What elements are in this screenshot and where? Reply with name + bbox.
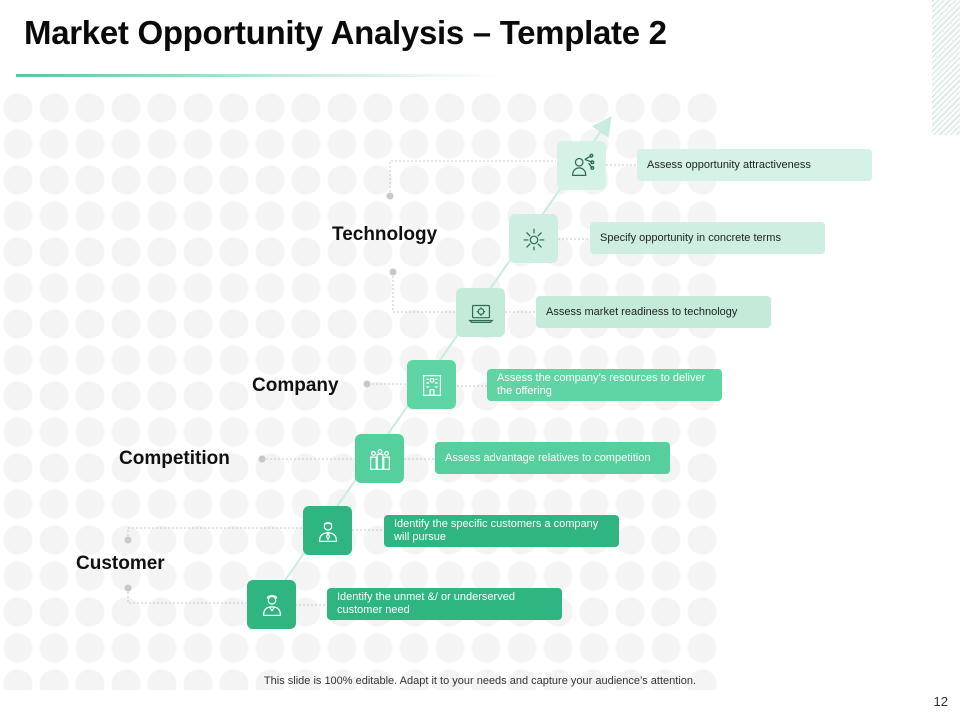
step-2-icon-box <box>509 214 558 263</box>
step-3-description: Assess market readiness to technology <box>536 296 771 328</box>
step-5-description: Assess advantage relatives to competitio… <box>435 442 670 474</box>
connector-technology-lower <box>392 272 456 313</box>
step-1-text: Assess opportunity attractiveness <box>647 158 811 171</box>
step-6-text: Identify the specific customers a compan… <box>394 518 599 543</box>
connector-customer-lower <box>127 588 247 604</box>
step-7-text: Identify the unmet &/ or underserved cus… <box>337 591 515 616</box>
step-3-text: Assess market readiness to technology <box>546 305 738 318</box>
step-7-icon-box <box>247 580 296 629</box>
customer-person-icon <box>262 594 281 616</box>
dot-technology-upper <box>386 192 394 200</box>
footer-note: This slide is 100% editable. Adapt it to… <box>263 675 697 687</box>
slide-title: Market Opportunity Analysis – Template 2 <box>24 14 667 51</box>
category-competition: Competition <box>119 448 230 469</box>
category-company: Company <box>252 375 339 396</box>
corner-hatch-decoration <box>932 0 960 135</box>
idea-burst-icon <box>523 228 544 250</box>
category-customer: Customer <box>76 553 165 574</box>
step-2-description: Specify opportunity in concrete terms <box>590 222 825 254</box>
step-1-description: Assess opportunity attractiveness <box>637 149 872 181</box>
team-podium-icon <box>369 448 390 470</box>
dot-customer-lower <box>124 584 132 592</box>
connector-technology-upper <box>389 160 556 196</box>
businessman-icon <box>318 521 337 542</box>
step-6-description: Identify the specific customers a compan… <box>384 515 619 547</box>
step-4-icon-box <box>407 360 456 409</box>
dot-customer-upper <box>124 536 132 544</box>
step-2-text: Specify opportunity in concrete terms <box>600 231 781 244</box>
step-1-icon-box <box>557 141 606 190</box>
office-building-icon <box>422 374 441 396</box>
step-6-icon-box <box>303 506 352 555</box>
step-4-description: Assess the company’s resources to delive… <box>487 369 722 401</box>
dot-technology-lower <box>389 268 397 276</box>
dot-company <box>363 380 371 388</box>
step-3-icon-box <box>456 288 505 337</box>
title-underline <box>16 74 506 77</box>
step-5-text: Assess advantage relatives to competitio… <box>445 451 651 464</box>
step-5-icon-box <box>355 434 404 483</box>
connector-customer-upper <box>127 527 303 540</box>
laptop-gear-icon <box>467 304 494 323</box>
person-network-icon <box>571 153 594 176</box>
step-4-text: Assess the company’s resources to delive… <box>497 372 706 397</box>
dot-competition <box>258 455 266 463</box>
page-number: 12 <box>933 694 948 709</box>
category-technology: Technology <box>332 224 438 245</box>
step-7-description: Identify the unmet &/ or underserved cus… <box>327 588 562 620</box>
